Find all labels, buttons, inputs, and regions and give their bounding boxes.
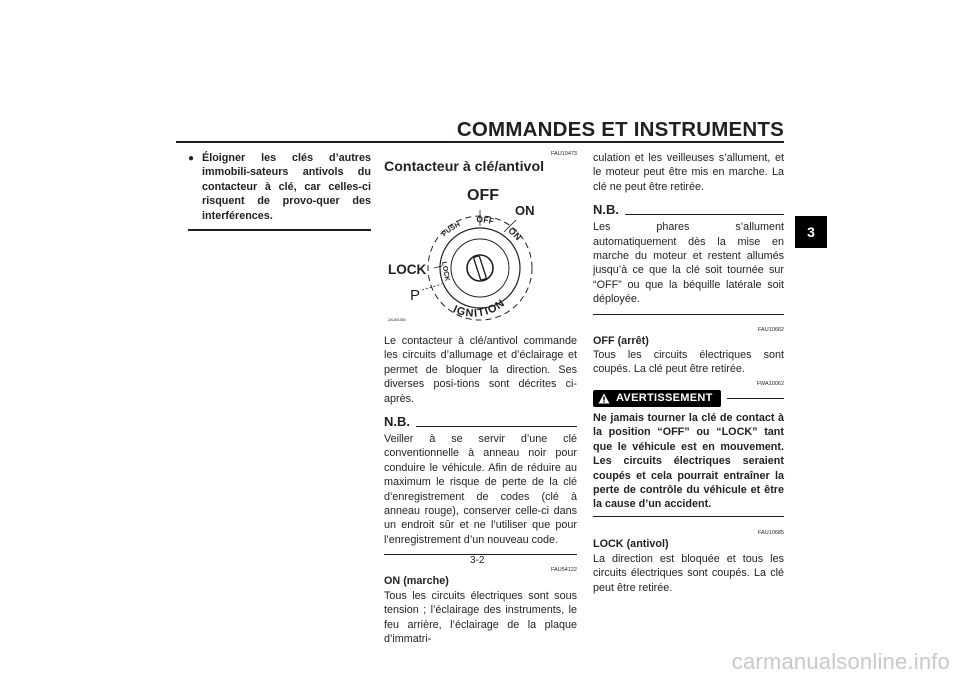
column-end-rule	[188, 229, 371, 231]
lock-code: FAU10685	[758, 530, 784, 537]
lock-text: La direction est bloquée et tous les cir…	[593, 552, 784, 594]
off-text: Tous les circuits électriques sont coupé…	[593, 349, 784, 376]
page-number: 3-2	[470, 555, 485, 566]
switch-ring-off: OFF	[476, 214, 495, 226]
intro-paragraph: Le contacteur à clé/antivol commande les…	[384, 335, 577, 405]
off-code: FAU10662	[758, 326, 784, 333]
nb-header: N.B.	[384, 415, 577, 429]
bullet-item: ● Éloigner les clés d’autres immobili-sa…	[188, 151, 371, 223]
nb-text: Les phares s’allument automatiquement dè…	[593, 221, 784, 306]
warning-text: Ne jamais tourner la clé de contact à la…	[593, 411, 784, 511]
on-title: ON (marche)	[384, 575, 449, 588]
nb-rule	[625, 214, 784, 216]
middle-column: FAU10473 Contacteur à clé/antivol PUSH	[384, 151, 577, 646]
bullet-dot-icon: ●	[188, 153, 195, 164]
off-title: OFF (arrêt)	[593, 334, 649, 347]
warning-code: FWA10062	[756, 380, 784, 387]
nb-label: N.B.	[384, 414, 410, 430]
figure-code: ZAUM1054	[388, 318, 406, 322]
ignition-switch-illustration: PUSH OFF ON LOCK IGNITION OFF ON LOCK P …	[388, 187, 535, 322]
warning-triangle-icon	[598, 393, 610, 404]
page-header-title: COMMANDES ET INSTRUMENTS	[456, 118, 784, 141]
warning-end-rule	[593, 515, 784, 518]
figure-label-off: OFF	[467, 187, 499, 204]
chapter-tab: 3	[795, 216, 827, 248]
watermark: carmanualsonline.info	[731, 649, 950, 674]
on-code: FAU54122	[551, 567, 577, 574]
warning-badge: AVERTISSEMENT	[593, 389, 721, 407]
section-title: Contacteur à clé/antivol	[384, 159, 545, 175]
switch-ring-lock: LOCK	[440, 261, 450, 282]
on-continuation: culation et les veilleuses s’allument, e…	[593, 152, 784, 193]
nb-label: N.B.	[593, 202, 619, 218]
figure-label-p: P	[410, 287, 420, 304]
nb-end-rule	[384, 554, 577, 556]
figure-label-on: ON	[515, 203, 535, 218]
header-rule	[176, 141, 784, 143]
warning-rule	[726, 397, 784, 399]
figure-label-lock: LOCK	[388, 262, 426, 277]
on-text: Tous les circuits électriques sont sous …	[384, 589, 577, 645]
warning-header: AVERTISSEMENT	[593, 389, 784, 407]
nb-rule	[416, 426, 577, 428]
section-code: FAU10473	[551, 151, 577, 157]
nb-text: Veiller à se servir d’une clé convention…	[384, 433, 577, 546]
warning-label: AVERTISSEMENT	[616, 392, 713, 405]
left-column: ● Éloigner les clés d’autres immobili-sa…	[188, 151, 371, 231]
lock-title: LOCK (antivol)	[593, 538, 669, 551]
bullet-text: Éloigner les clés d’autres immobili-sate…	[202, 152, 371, 222]
nb-header: N.B.	[593, 203, 784, 217]
ignition-switch-figure: PUSH OFF ON LOCK IGNITION OFF ON LOCK P …	[384, 180, 577, 328]
right-column: culation et les veilleuses s’allument, e…	[593, 151, 784, 595]
nb-end-rule	[593, 313, 784, 315]
